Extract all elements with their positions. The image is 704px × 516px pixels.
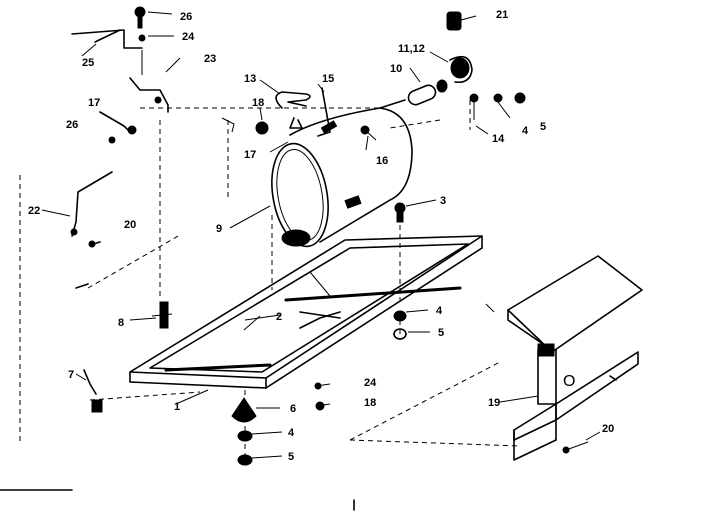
bottom-rules [0, 489, 355, 511]
label-7: 7 [68, 369, 74, 381]
deflector-blade [507, 255, 643, 461]
u-clamp-assembly [221, 87, 377, 141]
callout-labels: 26 24 25 23 21 11,12 10 13 15 18 17 26 1… [28, 9, 614, 463]
label-17-mid: 17 [244, 149, 256, 161]
left-lower-parts [83, 301, 173, 413]
motor-and-fittings [407, 11, 477, 106]
label-6: 6 [290, 403, 296, 415]
label-26-top: 26 [180, 11, 192, 23]
label-11-12: 11,12 [398, 43, 425, 55]
label-4-bottom: 4 [288, 427, 295, 439]
label-20-left: 20 [124, 219, 136, 231]
label-3: 3 [440, 195, 446, 207]
label-18-top: 18 [252, 97, 264, 109]
label-20-right: 20 [602, 423, 614, 435]
label-26-left: 26 [66, 119, 78, 131]
label-25: 25 [82, 57, 94, 69]
blade-mark-o: O [563, 373, 575, 390]
label-23: 23 [204, 53, 216, 65]
top-left-bracket [71, 6, 174, 113]
label-14: 14 [492, 133, 505, 145]
label-5-mid: 5 [438, 327, 444, 339]
label-2: 2 [276, 311, 282, 323]
label-10: 10 [390, 63, 402, 75]
label-13: 13 [244, 73, 256, 85]
middle-fasteners [393, 202, 495, 340]
label-16: 16 [376, 155, 388, 167]
label-21: 21 [496, 9, 508, 21]
label-24-top: 24 [182, 31, 195, 43]
label-9: 9 [216, 223, 222, 235]
base-frame [129, 235, 483, 389]
label-15: 15 [322, 73, 334, 85]
label-18-bottom: 18 [364, 397, 376, 409]
label-19: 19 [488, 397, 500, 409]
label-1: 1 [174, 401, 180, 413]
label-leaders [41, 43, 601, 459]
label-17-left: 17 [88, 97, 100, 109]
label-24-bottom: 24 [364, 377, 377, 389]
foot-and-bolts [175, 382, 331, 466]
left-parts [70, 111, 137, 289]
label-4-top: 4 [522, 125, 529, 137]
label-5-bottom: 5 [288, 451, 294, 463]
top-right-screws [469, 92, 526, 120]
label-4-mid: 4 [436, 305, 443, 317]
label-5-top: 5 [540, 121, 546, 133]
label-8: 8 [118, 317, 124, 329]
tank-drum [271, 99, 413, 248]
label-22: 22 [28, 205, 40, 217]
